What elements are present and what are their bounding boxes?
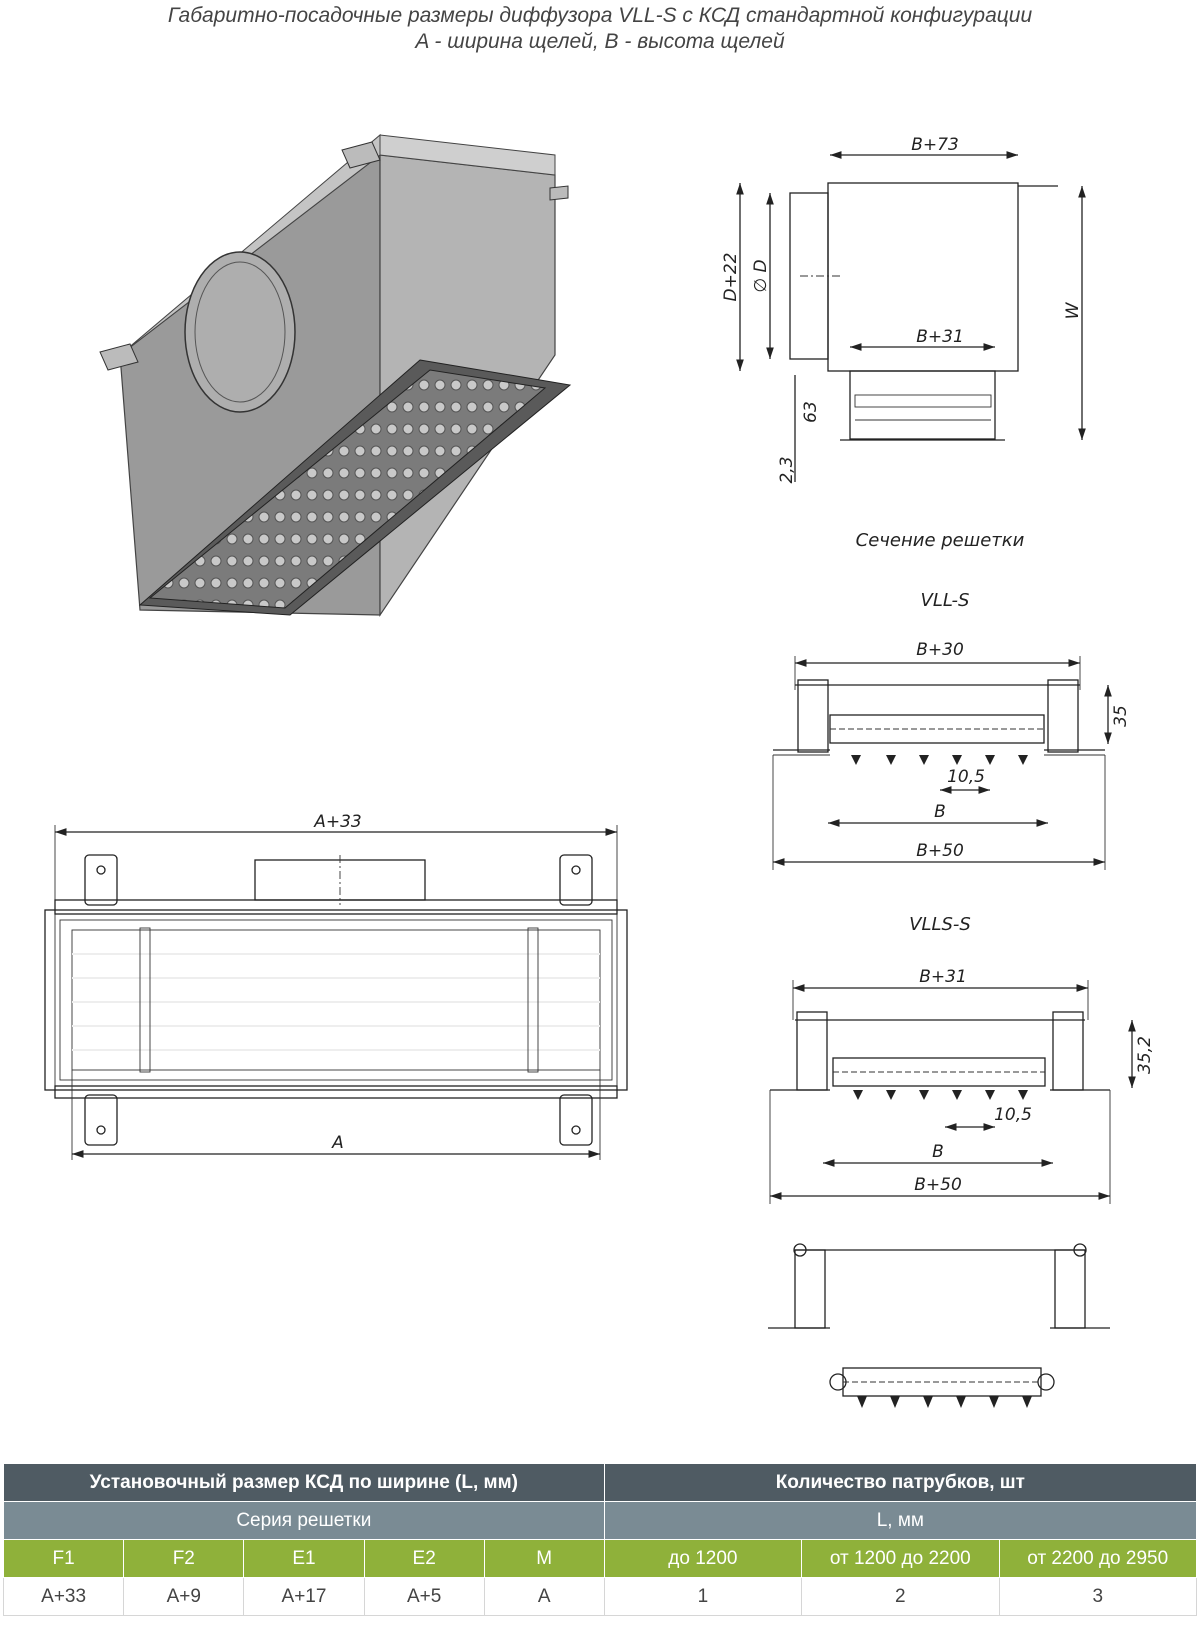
side-dim-w: W <box>1063 301 1083 319</box>
title-line-1: Габаритно-посадочные размеры диффузора V… <box>167 4 1033 27</box>
technical-drawing: B+73 D+22 ∅ D W B+31 63 2,3 Сечение реше… <box>44 133 1155 1408</box>
vllss-dim-b50: B+50 <box>914 1175 962 1195</box>
vlls-dim-35: 35 <box>1111 705 1131 727</box>
vllss-dim-10-5: 10,5 <box>994 1105 1032 1125</box>
table-sub-series: Серия решетки <box>3 1501 605 1540</box>
side-view <box>736 151 1086 482</box>
vlls-section <box>772 656 1112 870</box>
vllss-section <box>769 980 1136 1204</box>
spec-table: Установочный размер КСД по ширине (L, мм… <box>2 1463 1198 1616</box>
side-dim-63: 63 <box>801 401 821 423</box>
col-f2: F2 <box>123 1539 245 1578</box>
side-dim-b31: B+31 <box>916 327 964 347</box>
vlls-dim-b30: B+30 <box>916 640 964 660</box>
cell-e2: A+5 <box>363 1577 485 1616</box>
col-e1: E1 <box>243 1539 365 1578</box>
col-l2: от 1200 до 2200 <box>801 1539 1000 1578</box>
title-line-2: A - ширина щелей, B - высота щелей <box>415 30 785 53</box>
front-view <box>44 825 628 1160</box>
vllss-dim-35-2: 35,2 <box>1135 1036 1155 1074</box>
vlls-dim-b: B <box>934 802 946 822</box>
cell-f2: A+9 <box>123 1577 245 1616</box>
vlls-dim-b50: B+50 <box>916 841 964 861</box>
col-l3: от 2200 до 2950 <box>998 1539 1197 1578</box>
exploded-section <box>768 1243 1110 1408</box>
cell-l1: 1 <box>603 1577 803 1616</box>
side-dim-d: ∅ D <box>751 259 771 292</box>
table-header-width: Установочный размер КСД по ширине (L, мм… <box>3 1463 605 1502</box>
cell-l3: 3 <box>998 1577 1197 1616</box>
cell-m: A <box>483 1577 605 1616</box>
vllss-dim-b31: B+31 <box>919 967 967 987</box>
table-sub-length: L, мм <box>603 1501 1198 1540</box>
col-l1: до 1200 <box>603 1539 803 1578</box>
front-dim-a33: A+33 <box>313 812 362 832</box>
table-row: A+33 A+9 A+17 A+5 A 1 2 3 <box>2 1577 1197 1616</box>
isometric-view <box>99 133 572 617</box>
front-dim-a: A <box>331 1133 344 1153</box>
cell-l2: 2 <box>801 1577 1000 1616</box>
vllss-title: VLLS-S <box>909 914 971 935</box>
side-dim-2-3: 2,3 <box>777 456 797 483</box>
vlls-title: VLL-S <box>921 590 970 611</box>
side-dim-d22: D+22 <box>721 253 741 302</box>
col-e2: E2 <box>363 1539 485 1578</box>
table-header-nozzles: Количество патрубков, шт <box>603 1463 1198 1502</box>
cell-f1: A+33 <box>2 1577 125 1616</box>
col-f1: F1 <box>2 1539 125 1578</box>
vlls-dim-10-5: 10,5 <box>947 767 985 787</box>
col-m: M <box>483 1539 605 1578</box>
side-dim-b73: B+73 <box>911 135 959 155</box>
vllss-dim-b: B <box>932 1142 944 1162</box>
cell-e1: A+17 <box>243 1577 365 1616</box>
section-caption: Сечение решетки <box>856 530 1025 551</box>
